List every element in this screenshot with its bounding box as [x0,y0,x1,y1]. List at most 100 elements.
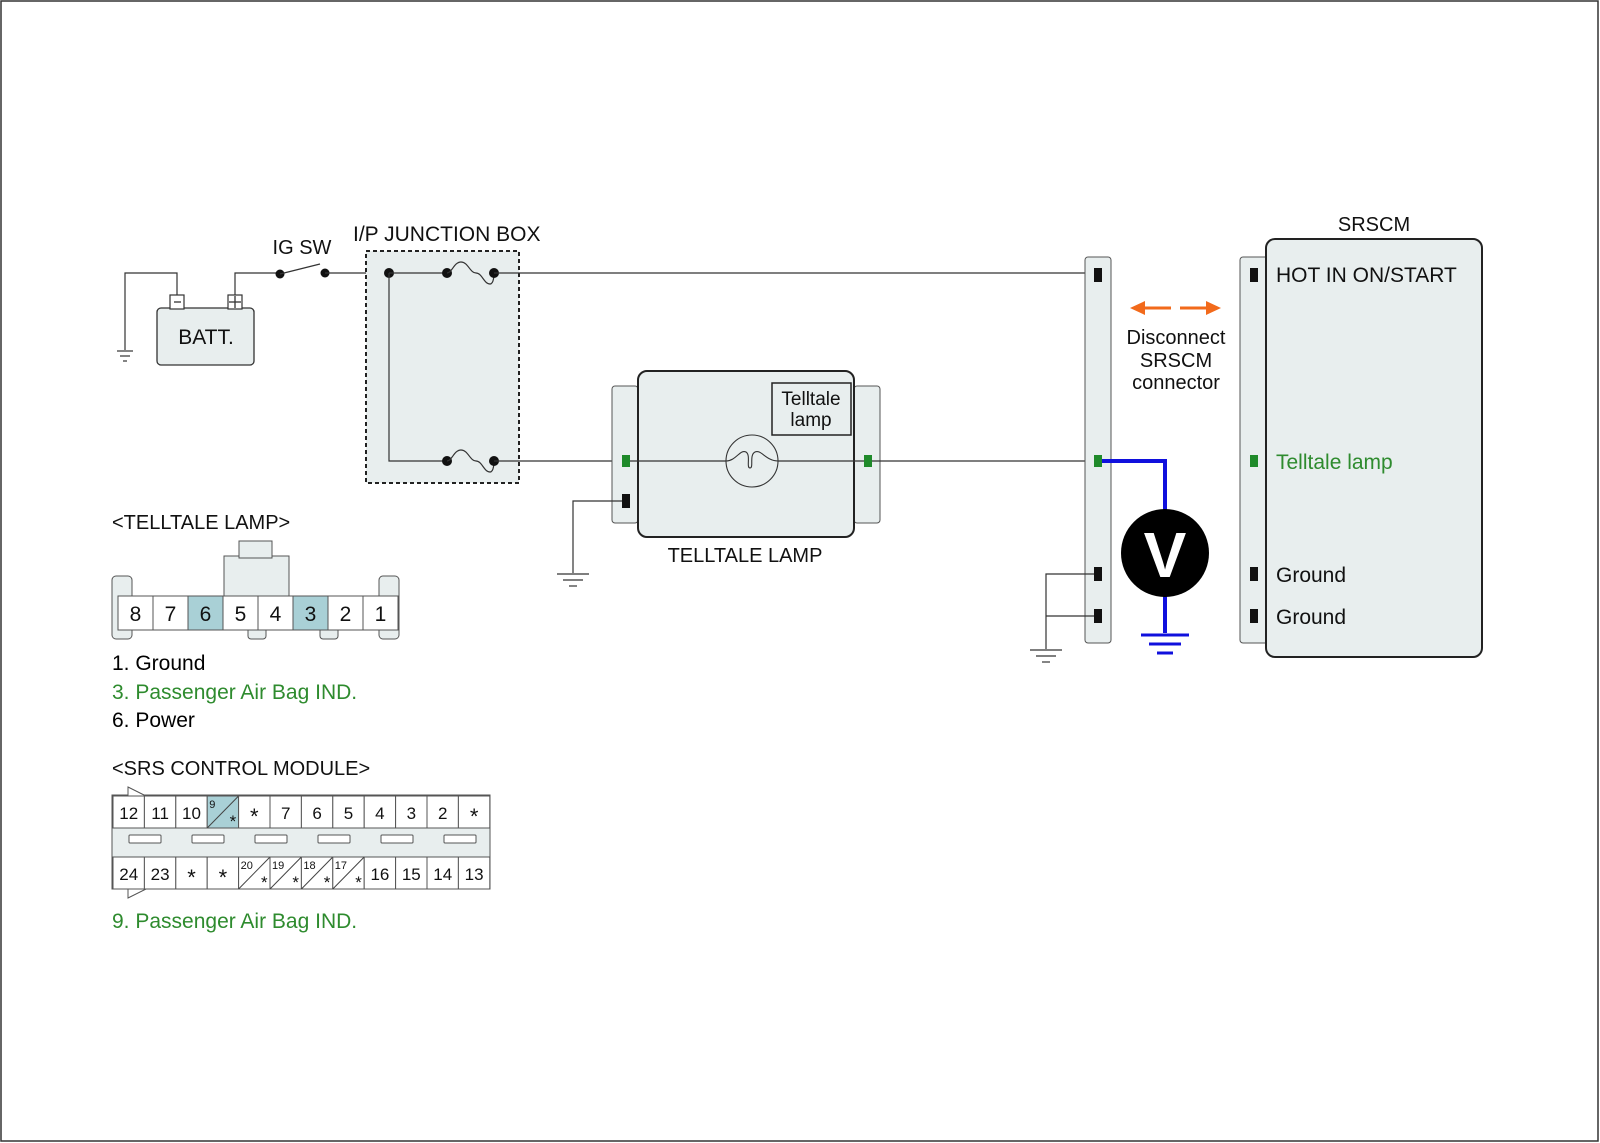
srs-latch-slot [380,834,414,844]
lamp-ground-wire [557,500,622,587]
srs-latch-slot [254,834,288,844]
srscm-pin-ground-2: Ground [1276,606,1346,629]
srs-pin-label: 7 [281,804,290,823]
srs-pin-label: 9 [209,799,215,811]
telltale-pin-label: 4 [270,603,282,626]
telltale-pin-label: 1 [375,603,387,626]
srs-pin-cell [426,795,459,829]
srs-pin-label: 18 [303,860,315,872]
srs-key-notch [127,786,147,797]
srs-pin-unused-mark: * [292,873,299,892]
telltale-legend-1: 1. Ground [112,652,205,675]
srs-latch-slot [443,834,477,844]
disconnect-label-line1: Disconnect [1127,327,1226,349]
voltmeter: V [1102,459,1209,655]
srs-pin-unused-mark: * [230,812,237,831]
telltale-pin-label: 3 [305,603,317,626]
srs-pin-cell [206,856,240,890]
srs-pin-label: 23 [151,865,170,884]
srscm-pin-hot: HOT IN ON/START [1276,264,1457,287]
srscm-title: SRSCM [1338,214,1410,236]
srs-legend-9: 9. Passenger Air Bag IND. [112,910,357,933]
telltale-lamp-caption: TELLTALE LAMP [668,545,823,567]
telltale-pin-label: 5 [235,603,247,626]
telltale-pin-cell [257,595,294,631]
voltmeter-icon [1121,509,1209,597]
srs-pin-label: * [250,804,259,829]
lamp-ground-terminal [622,494,630,508]
fuse-symbol-top [446,261,495,285]
srs-pin-cell [112,795,145,829]
srs-pin-label: 5 [344,804,353,823]
srs-pin-label: 17 [335,860,347,872]
srs-pin-label: 4 [375,804,384,823]
fuse-symbol-bottom [446,449,495,473]
srs-pin-cell [112,856,145,890]
telltale-lamp-unit: Telltale lamp TELLTALE LAMP [611,370,881,567]
disconnect-label-line2: SRSCM [1140,350,1212,372]
srs-pin-label: 2 [438,804,447,823]
telltale-legend-6: 6. Power [112,709,195,732]
telltale-inner-label-line1: Telltale [781,389,840,410]
srs-pin-cell [175,856,208,890]
disconnect-label-line3: connector [1132,372,1220,394]
srs-connector-title: <SRS CONTROL MODULE> [112,758,370,780]
srs-pin-cell [457,795,491,829]
telltale-pin-cell [362,595,399,631]
bulb-icon [725,434,779,488]
srs-pin-cell [457,856,491,890]
telltale-pin-cell [327,595,364,631]
srs-pin-label: 16 [370,865,389,884]
srscm-pin-telltale: Telltale lamp [1276,451,1393,474]
srs-pin-label: 20 [241,860,253,872]
ip-junction-box: I/P JUNCTION BOX [353,223,540,484]
telltale-inner-label-line2: lamp [790,410,831,431]
ignition-switch: IG SW [273,237,332,279]
battery-positive-wire [234,272,279,295]
srs-pin-unused-mark: * [355,873,362,892]
telltale-connector-legend: 1. Ground 3. Passenger Air Bag IND. 6. P… [112,652,357,732]
srs-pin-label: 14 [433,865,452,884]
srs-pin-unused-mark: * [324,873,331,892]
srs-pin-label: * [187,865,196,890]
srs-pin-cell [426,856,459,890]
voltmeter-positive-lead [1102,459,1167,510]
srs-latch-slot [191,834,225,844]
srs-pin-unused-mark: * [261,873,268,892]
battery-ground-wire [117,272,178,362]
srs-pin-label: 11 [151,804,169,823]
battery: BATT. [156,294,255,366]
lamp-power-terminal [622,455,630,467]
harness-ground-wire [1030,573,1094,663]
telltale-legend-3: 3. Passenger Air Bag IND. [112,681,357,704]
srs-pin-label: 24 [119,865,138,884]
srs-pin-label: * [219,865,228,890]
srs-pin-diagonal [269,856,302,890]
srs-pin-label: 13 [465,865,484,884]
srs-latch-slot [128,834,162,844]
voltmeter-label: V [1144,519,1187,591]
srs-pin-label: * [470,804,479,829]
srs-pin-diagonal [238,856,271,890]
telltale-pin-label: 7 [165,603,177,626]
srs-pin-diagonal [301,856,334,890]
srs-pin-diagonal [332,856,365,890]
junction-box-label: I/P JUNCTION BOX [353,223,540,246]
srs-latch-slot [317,834,351,844]
telltale-pin-label: 8 [130,603,142,626]
srs-pin-cell [300,795,334,829]
telltale-pin-cell [292,595,329,631]
telltale-pin-cell [117,595,154,631]
telltale-lamp-inner-box [771,382,852,436]
srs-pin-diagonal [206,795,239,829]
srs-pin-label: 3 [407,804,416,823]
srs-key-notch [127,888,147,899]
srs-pin-cell [143,856,177,890]
srs-pin-cell [395,856,428,890]
srs-pin-label: 19 [272,860,284,872]
